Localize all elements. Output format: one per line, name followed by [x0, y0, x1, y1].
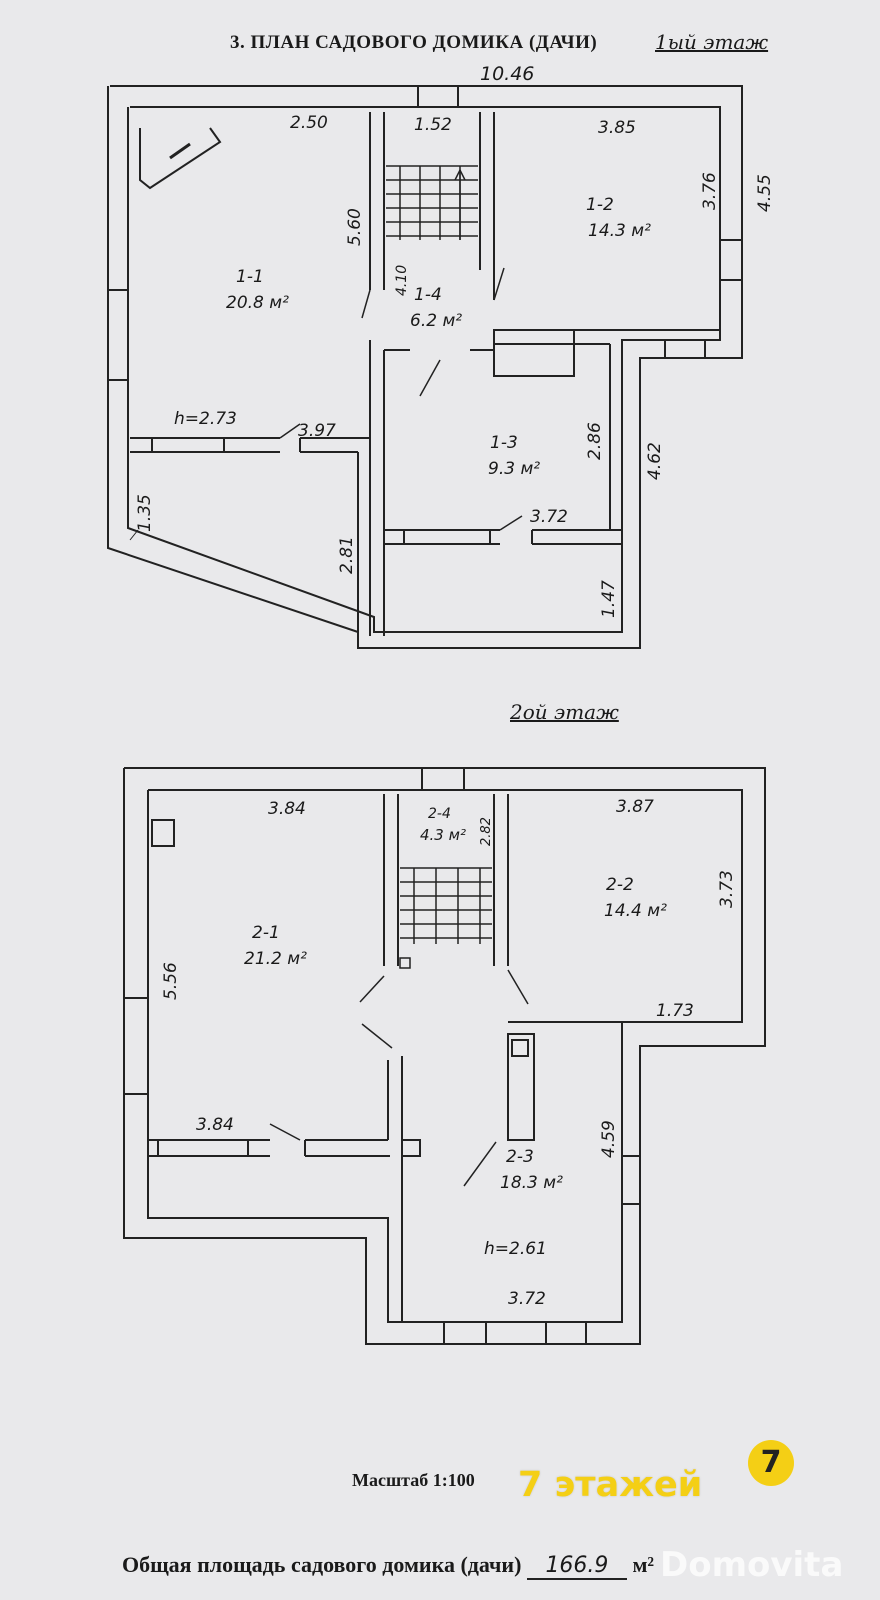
floor-plans: 10.46 2.50 1.52 3.85 3.76 4.55 5.60 4.10…	[107, 63, 775, 1345]
room-2-1-area: 21.2 м²	[244, 949, 307, 969]
total-area-value: 166.9	[526, 1553, 627, 1580]
f2-height: h=2.61	[484, 1239, 547, 1259]
f1-overall-width: 10.46	[480, 63, 534, 85]
room-1-3-area: 9.3 м²	[488, 459, 540, 479]
f2-dim-384a: 3.84	[268, 799, 306, 819]
floor1-plan	[107, 85, 743, 649]
floor1-inner-wall	[127, 106, 721, 633]
f2-dim-282: 2.82	[479, 817, 494, 846]
floor2-inner-wall	[147, 789, 743, 1323]
f1-dim-376: 3.76	[700, 172, 720, 210]
f2-dim-387: 3.87	[616, 797, 654, 817]
room-1-4-id: 1-4	[414, 285, 442, 305]
room-1-2-id: 1-2	[586, 195, 614, 215]
f1-dim-410: 4.10	[394, 265, 410, 296]
room-2-2-area: 14.4 м²	[604, 901, 667, 921]
floor1-label: 1ый этаж	[655, 30, 769, 54]
floor1-outer-wall	[107, 85, 743, 649]
page-title: 3. ПЛАН САДОВОГО ДОМИКА (ДАЧИ)	[230, 32, 598, 53]
f2-dim-556: 5.56	[161, 962, 181, 1000]
floor2-label: 2ой этаж	[510, 700, 619, 724]
total-area-unit: м²	[632, 1552, 655, 1577]
room-2-4-area: 4.3 м²	[420, 826, 466, 844]
f1-dim-152: 1.52	[414, 115, 452, 135]
f1-dim-560: 5.60	[345, 208, 365, 246]
brand-text: 7 этажей	[518, 1465, 703, 1505]
f2-dim-373: 3.73	[717, 870, 737, 908]
f2-dim-459: 4.59	[599, 1120, 619, 1158]
room-1-4-area: 6.2 м²	[410, 311, 462, 331]
watermark-logo: Domovita	[660, 1545, 844, 1585]
f2-dim-173: 1.73	[656, 1001, 694, 1021]
f1-dim-286: 2.86	[585, 422, 605, 460]
f1-dim-135: 1.35	[135, 494, 155, 532]
room-2-1-id: 2-1	[252, 923, 280, 943]
f1-dim-147: 1.47	[599, 580, 619, 618]
f1-dim-462: 4.62	[645, 442, 665, 480]
scale-label: Масштаб 1:100	[352, 1470, 475, 1490]
room-2-2-id: 2-2	[606, 875, 634, 895]
floor2-outer-wall	[123, 767, 766, 1345]
floor2-plan	[123, 767, 766, 1345]
room-1-1-id: 1-1	[236, 267, 264, 287]
room-1-1-area: 20.8 м²	[226, 293, 289, 313]
f2-dim-372: 3.72	[508, 1289, 546, 1309]
brand-logo-icon: 7	[748, 1440, 794, 1486]
f1-dim-385: 3.85	[598, 118, 636, 138]
total-area-line: Общая площадь садового домика (дачи) 166…	[122, 1552, 654, 1580]
room-2-4-id: 2-4	[428, 806, 451, 822]
total-area-label: Общая площадь садового домика (дачи)	[122, 1552, 522, 1577]
f1-dim-397: 3.97	[298, 421, 336, 441]
room-1-3-id: 1-3	[490, 433, 518, 453]
room-2-3-area: 18.3 м²	[500, 1173, 563, 1193]
f1-dim-372: 3.72	[530, 507, 568, 527]
f2-dim-384b: 3.84	[196, 1115, 234, 1135]
room-1-2-area: 14.3 м²	[588, 221, 651, 241]
f1-height: h=2.73	[174, 409, 237, 429]
f1-dim-455: 4.55	[755, 174, 775, 212]
f1-dim-281: 2.81	[337, 536, 357, 574]
f1-dim-250: 2.50	[290, 113, 328, 133]
room-2-3-id: 2-3	[506, 1147, 534, 1167]
